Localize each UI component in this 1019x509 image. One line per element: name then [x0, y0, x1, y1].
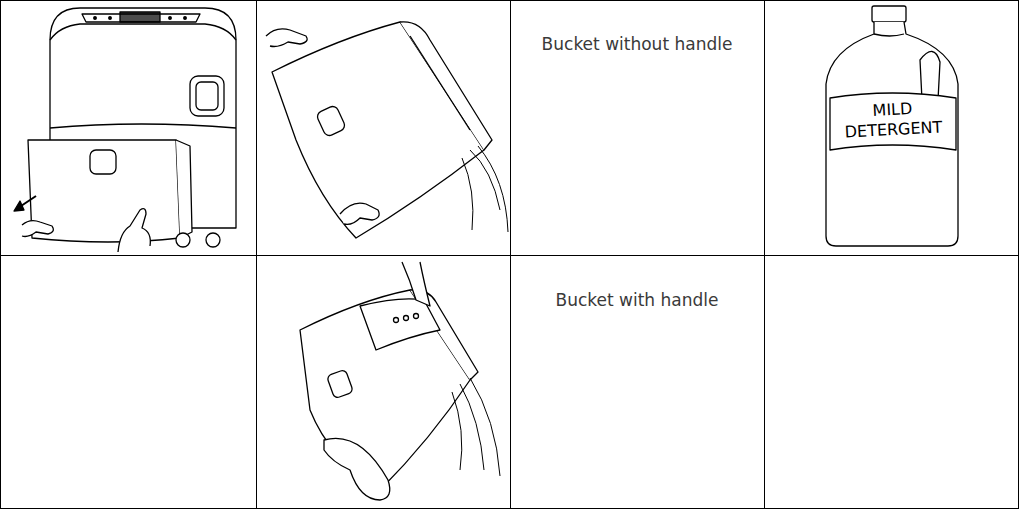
indicator: [169, 17, 172, 20]
bucket-window: [90, 150, 116, 174]
handle-detail: [404, 316, 409, 321]
pull-arrow-head: [14, 201, 24, 211]
indicator: [94, 17, 97, 20]
hand: [402, 262, 430, 306]
hand: [324, 438, 390, 500]
indicator: [109, 17, 112, 20]
table-cell-text: Bucket with handle: [517, 286, 757, 314]
column-rule: [764, 0, 765, 509]
detergent-bottle: [826, 6, 958, 246]
column-rule: [256, 0, 257, 509]
bucket-side: [176, 140, 192, 238]
water-stream: [452, 378, 500, 476]
handle-detail: [394, 318, 399, 323]
bucket-emptying-drawing: [266, 22, 508, 238]
hand: [266, 29, 307, 47]
side-handle: [190, 76, 224, 116]
bucket-inner-edge: [410, 36, 470, 130]
bottle-label-text: MILD DETERGENT: [837, 97, 949, 143]
wheel: [206, 233, 220, 247]
column-rule: [510, 0, 511, 509]
dehumidifier-drawing: [14, 8, 236, 252]
seam-line: [50, 124, 236, 128]
bottle-neck: [874, 34, 904, 36]
bucket-body: [272, 22, 484, 238]
bucket-window: [326, 369, 353, 398]
bucket-handle-drawing: [300, 262, 500, 500]
water-stream: [462, 146, 508, 232]
top-edge: [50, 24, 236, 40]
handle-detail: [414, 314, 419, 319]
bottle-cap: [872, 6, 906, 22]
hand: [118, 209, 150, 252]
bucket-handle: [360, 299, 440, 350]
wheel: [176, 233, 190, 247]
indicator: [184, 17, 187, 20]
bucket-rim: [400, 22, 492, 150]
row-rule: [0, 255, 1019, 256]
air-grille: [120, 12, 160, 22]
bottle-body: [826, 22, 958, 246]
table-cell-text: Bucket without handle: [537, 30, 737, 58]
bucket-window: [316, 105, 347, 138]
hand: [22, 221, 53, 237]
bottle-label: [830, 93, 956, 150]
side-handle-inner: [196, 82, 218, 110]
hand: [340, 203, 379, 224]
